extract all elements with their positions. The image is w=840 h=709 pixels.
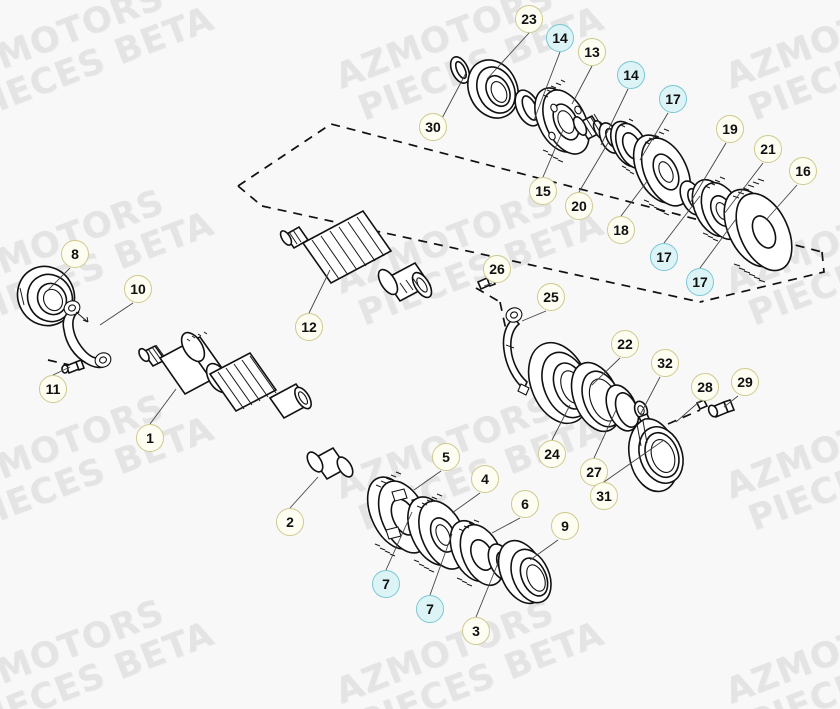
part-29-bolt (707, 399, 736, 419)
part-13-gear (534, 79, 590, 163)
leader-line-22 (591, 357, 621, 386)
leader-line-7 (385, 511, 413, 571)
callout-14[interactable]: 14 (546, 24, 574, 52)
boundary-detail-25 (499, 301, 507, 331)
leader-line-25 (521, 310, 547, 322)
callout-16[interactable]: 16 (789, 157, 817, 185)
part-1-primary-shaft (138, 331, 312, 420)
callout-28[interactable]: 28 (691, 373, 719, 401)
callout-17[interactable]: 17 (659, 85, 687, 113)
leader-line-14 (600, 88, 629, 146)
part-23-bearing (467, 59, 519, 119)
leader-line-10 (99, 302, 134, 326)
callout-24[interactable]: 24 (538, 440, 566, 468)
callout-17[interactable]: 17 (686, 268, 714, 296)
callout-14[interactable]: 14 (617, 61, 645, 89)
part-2-spacer-bush (306, 446, 354, 481)
leader-line-28 (675, 400, 701, 423)
part-28-bolt (695, 398, 709, 411)
leader-line-6 (491, 517, 521, 534)
part-30-shim-ring (449, 56, 471, 84)
callout-27[interactable]: 27 (580, 458, 608, 486)
part-18-gear (632, 128, 692, 216)
callout-15[interactable]: 15 (529, 177, 557, 205)
callout-20[interactable]: 20 (565, 192, 593, 220)
leader-line-29 (723, 395, 739, 408)
part-12-secondary-shaft (279, 209, 433, 303)
callout-1[interactable]: 1 (136, 424, 164, 452)
assembly-boundary-left (237, 185, 263, 207)
callout-2[interactable]: 2 (276, 508, 304, 536)
callout-17[interactable]: 17 (650, 243, 678, 271)
leader-line-1 (149, 388, 177, 425)
leader-line-4 (451, 492, 481, 514)
leader-line-17 (639, 112, 669, 161)
leader-line-24 (551, 404, 571, 441)
leader-line-15 (542, 129, 564, 178)
callout-5[interactable]: 5 (432, 443, 460, 471)
part-10-retainer-bracket (62, 300, 112, 369)
leader-line-17 (663, 195, 701, 244)
part-16-gear (723, 178, 793, 283)
leader-line-11 (52, 366, 71, 376)
leader-line-3 (475, 562, 499, 618)
leader-line-14 (533, 51, 561, 121)
callout-32[interactable]: 32 (651, 349, 679, 377)
leader-line-26 (483, 282, 493, 287)
callout-7[interactable]: 7 (372, 570, 400, 598)
leader-lines (47, 32, 798, 618)
callout-8[interactable]: 8 (61, 240, 89, 268)
part-31-clamp-ring (628, 418, 684, 493)
part-9-bearing (497, 539, 552, 605)
part-8-bearing (16, 265, 76, 327)
callout-12[interactable]: 12 (295, 313, 323, 341)
leader-line-19 (689, 142, 727, 204)
part-25-spring-clip (502, 307, 530, 396)
callout-29[interactable]: 29 (731, 368, 759, 396)
callout-25[interactable]: 25 (537, 283, 565, 311)
leader-line-31 (603, 439, 665, 483)
callout-22[interactable]: 22 (611, 330, 639, 358)
callout-11[interactable]: 11 (39, 375, 67, 403)
leader-line-13 (571, 65, 593, 105)
leader-line-21 (723, 162, 764, 215)
callout-21[interactable]: 21 (754, 135, 782, 163)
callout-26[interactable]: 26 (483, 255, 511, 283)
leader-line-5 (413, 470, 442, 491)
leader-line-32 (639, 376, 661, 416)
callout-3[interactable]: 3 (462, 617, 490, 645)
callout-6[interactable]: 6 (511, 490, 539, 518)
leader-line-20 (578, 142, 609, 193)
assembly-boundary-bottom (261, 205, 701, 303)
callout-23[interactable]: 23 (515, 5, 543, 33)
leader-line-7 (429, 533, 453, 596)
boundary-detail-28 (667, 409, 701, 425)
callout-18[interactable]: 18 (607, 216, 635, 244)
assembly-boundary (237, 123, 823, 253)
callout-19[interactable]: 19 (716, 115, 744, 143)
leader-line-12 (308, 269, 331, 314)
leader-line-8 (47, 267, 71, 291)
leader-line-30 (439, 72, 467, 123)
callout-9[interactable]: 9 (551, 512, 579, 540)
leader-line-16 (765, 184, 798, 221)
callout-13[interactable]: 13 (578, 38, 606, 66)
leader-line-23 (486, 32, 530, 80)
part-6-gear (449, 519, 505, 587)
callout-30[interactable]: 30 (419, 113, 447, 141)
assembly-boundary-lower (699, 251, 825, 303)
leader-line-27 (593, 409, 617, 459)
leader-line-9 (529, 539, 559, 561)
part-11-bolt (61, 358, 86, 375)
part-27-spacer-ring (605, 384, 640, 432)
leader-line-18 (620, 179, 649, 217)
callout-31[interactable]: 31 (590, 482, 618, 510)
callout-7[interactable]: 7 (416, 595, 444, 623)
callout-10[interactable]: 10 (124, 275, 152, 303)
leader-line-17 (699, 218, 737, 269)
boundary-detail-26 (475, 287, 501, 303)
leader-line-2 (289, 476, 319, 509)
callout-4[interactable]: 4 (471, 465, 499, 493)
